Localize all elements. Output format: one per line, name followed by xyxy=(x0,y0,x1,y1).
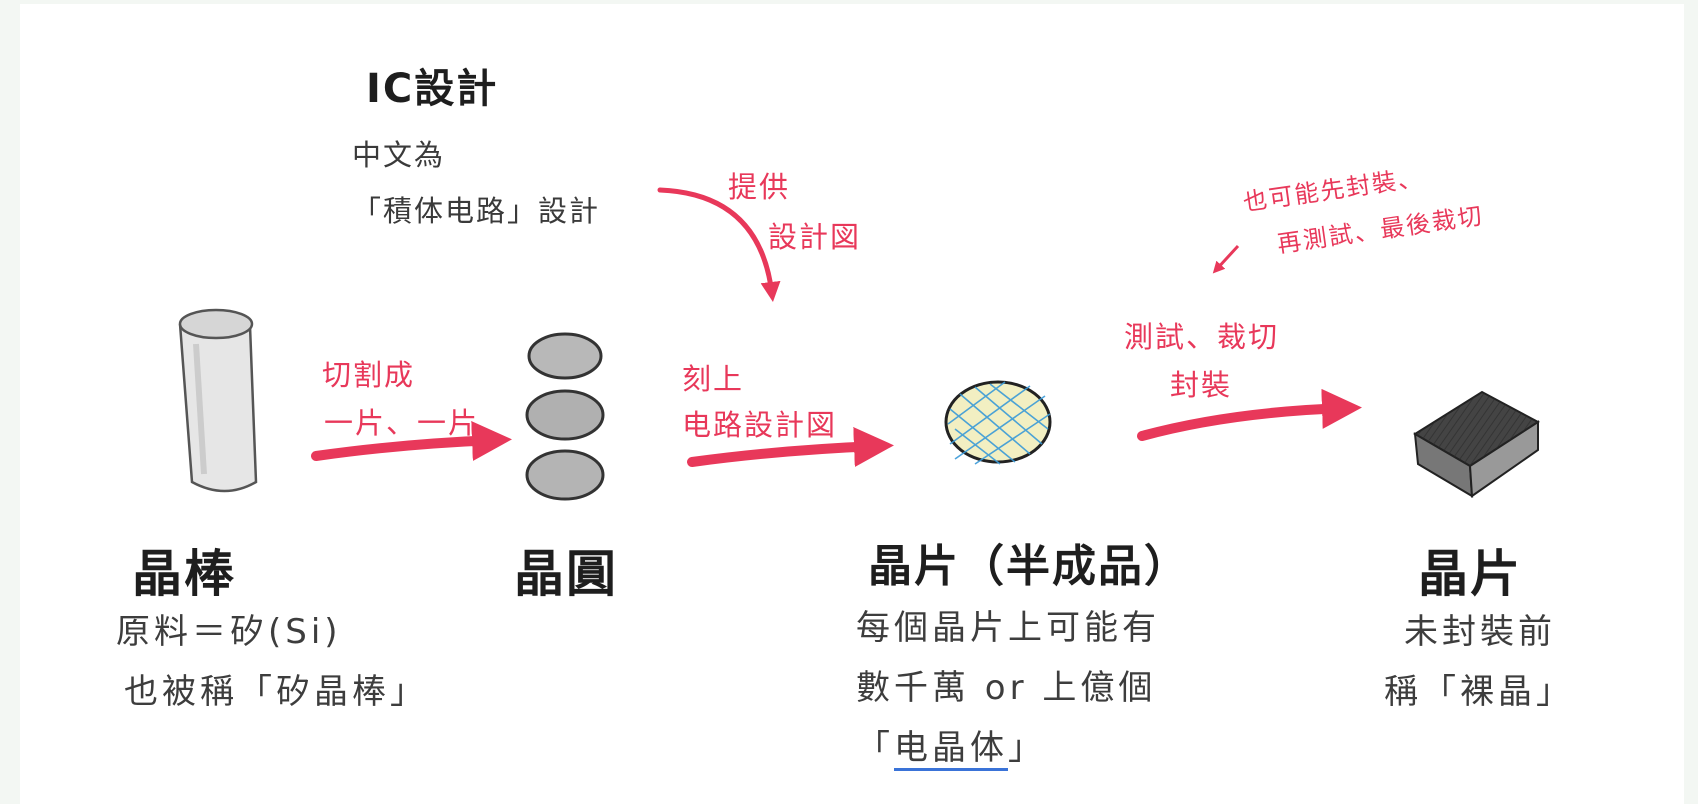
ingot-name: 晶棒 xyxy=(132,545,236,603)
cut-label-line1: 切割成 xyxy=(322,358,416,392)
ic-design-line1: 中文為 xyxy=(352,138,446,172)
transistor-word: 电晶体 xyxy=(894,728,1008,771)
arrow-ingot-to-wafer xyxy=(311,421,512,461)
chip-desc1: 未封裝前 xyxy=(1404,612,1556,652)
wafer-stack-icon xyxy=(525,332,605,501)
ic-design-line2: 「積体电路」設計 xyxy=(352,194,601,228)
provide-label-line2: 設計図 xyxy=(768,220,862,254)
quote-open: 「 xyxy=(856,728,894,768)
test-label-line2: 封裝 xyxy=(1170,368,1233,402)
wafer-name: 晶圓 xyxy=(514,545,618,603)
chip-die-icon xyxy=(1413,390,1540,498)
etch-label-line2: 电路設計図 xyxy=(682,408,838,442)
chip-name: 晶片 xyxy=(1418,545,1522,603)
arrow-chip-to-die xyxy=(1137,388,1362,441)
arrow-design-to-wafer xyxy=(657,187,781,302)
illustration-layer xyxy=(178,187,1540,501)
ingot-desc2: 也被稱「矽晶棒」 xyxy=(124,672,428,712)
chip-semi-desc3: 「电晶体」 xyxy=(856,720,1046,771)
chip-semi-name: 晶片（半成品） xyxy=(868,541,1190,592)
provide-label-line1: 提供 xyxy=(728,170,791,204)
arrow-wafer-to-chip xyxy=(687,426,894,467)
chip-semi-desc2: 數千萬 or 上億個 xyxy=(856,668,1157,708)
chip-desc2: 稱「裸晶」 xyxy=(1384,672,1574,712)
ic-design-title: IC設計 xyxy=(366,66,499,112)
patterned-wafer-icon xyxy=(944,380,1052,465)
etch-label-line1: 刻上 xyxy=(682,362,745,396)
quote-close: 」 xyxy=(1008,728,1046,768)
ingot-cylinder-icon xyxy=(178,308,258,493)
diagram-canvas: IC設計 中文為 「積体电路」設計 提供 設計図 切割成 一片、一片 刻上 电路… xyxy=(20,4,1684,804)
test-label-line1: 測試、裁切 xyxy=(1124,320,1280,354)
arrow-alt-note xyxy=(1212,244,1240,274)
cut-label-line2: 一片、一片 xyxy=(324,406,480,440)
chip-semi-desc1: 每個晶片上可能有 xyxy=(856,608,1160,648)
ingot-desc1: 原料＝矽(Si) xyxy=(116,612,342,652)
